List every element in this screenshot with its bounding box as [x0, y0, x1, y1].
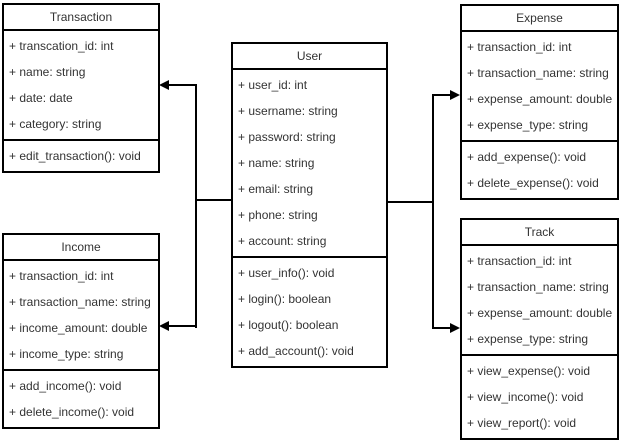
class-member: + user_info(): void [238, 266, 335, 280]
class-member: + category: string [9, 117, 102, 131]
class-member: + password: string [238, 130, 336, 144]
methods-section: + view_expense(): void + view_income(): v… [462, 356, 617, 438]
class-member: + view_report(): void [467, 416, 577, 430]
class-member: + account: string [238, 234, 327, 248]
class-expense: Expense + transaction_id: int+ transacti… [460, 4, 619, 200]
class-member: + delete_expense(): void [467, 176, 599, 190]
attributes-section: + transaction_id: int + transaction_name:… [462, 246, 617, 356]
arrowhead-to-expense-icon [450, 90, 460, 100]
class-member: + add_income(): void [9, 379, 122, 393]
methods-section: + user_info(): void + login(): boolean + l… [233, 258, 386, 366]
arrowhead-to-track-icon [450, 323, 460, 333]
class-member: + phone: string [238, 208, 318, 222]
class-member: + transaction_id: int [9, 269, 114, 283]
class-member: + add_account(): void [238, 344, 354, 358]
class-title: Track [462, 220, 617, 246]
attributes-section: + transaction_id: int + transaction_name:… [4, 261, 158, 371]
class-member: + view_expense(): void [467, 364, 591, 378]
class-transaction: Transaction + transcation_id: int + name:… [2, 3, 160, 173]
class-member: + transaction_id: int [467, 40, 572, 54]
methods-section: + add_income(): void + delete_income(): v… [4, 371, 158, 427]
class-member: + delete_income(): void [9, 405, 135, 419]
connector-user-right-vertical [432, 94, 434, 329]
class-member: + transaction_name: string [9, 295, 151, 309]
connector-user-expense [432, 94, 454, 96]
class-member: + transaction_name: string [467, 280, 609, 294]
class-title: Transaction [4, 5, 158, 31]
class-income: Income + transaction_id: int+ transactio… [2, 233, 160, 429]
arrowhead-to-transaction-icon [159, 80, 169, 90]
class-member: + name: string [9, 65, 86, 79]
methods-section: + add_expense(): void + delete_expense():… [462, 142, 617, 198]
arrowhead-to-income-icon [159, 321, 169, 331]
class-member: + transaction_name: string [467, 66, 609, 80]
class-title: Income [4, 235, 158, 261]
class-member: + username: string [238, 104, 338, 118]
class-title: User [233, 44, 386, 70]
connector-user-left-vertical [195, 84, 197, 328]
connector-user-transaction [168, 84, 197, 86]
connector-user-right-stub [388, 201, 434, 203]
class-member: + transcation_id: int [9, 39, 114, 53]
attributes-section: + user_id: int + username: string + passwo… [233, 70, 386, 258]
connector-user-income [168, 325, 197, 327]
class-member: + date: date [9, 91, 73, 105]
attributes-section: + transcation_id: int + name: string + dat… [4, 31, 158, 141]
class-member: + email: string [238, 182, 314, 196]
methods-section: + edit_transaction(): void [4, 141, 158, 171]
class-member: + name: string [238, 156, 315, 170]
connector-user-track [432, 327, 454, 329]
class-member: + user_id: int [238, 78, 308, 92]
class-member: + add_expense(): void [467, 150, 587, 164]
class-member: + expense_type: string [467, 332, 589, 346]
attributes-section: + transaction_id: int + transaction_name:… [462, 32, 617, 142]
class-member: + expense_amount: double [467, 306, 613, 320]
class-user: User + user_id: int + username: string + p… [231, 42, 388, 368]
class-member: + login(): boolean [238, 292, 332, 306]
class-member: + income_amount: double [9, 321, 148, 335]
class-member: + income_type: string [9, 347, 124, 361]
class-track: Track + transaction_id: int+ transaction… [460, 218, 619, 440]
class-title: Expense [462, 6, 617, 32]
connector-user-left-stub [195, 199, 231, 201]
class-member: + logout(): boolean [238, 318, 339, 332]
class-member: + edit_transaction(): void [9, 149, 141, 163]
class-member: + expense_type: string [467, 118, 589, 132]
class-member: + expense_amount: double [467, 92, 613, 106]
class-member: + view_income(): void [467, 390, 584, 404]
class-member: + transaction_id: int [467, 254, 572, 268]
